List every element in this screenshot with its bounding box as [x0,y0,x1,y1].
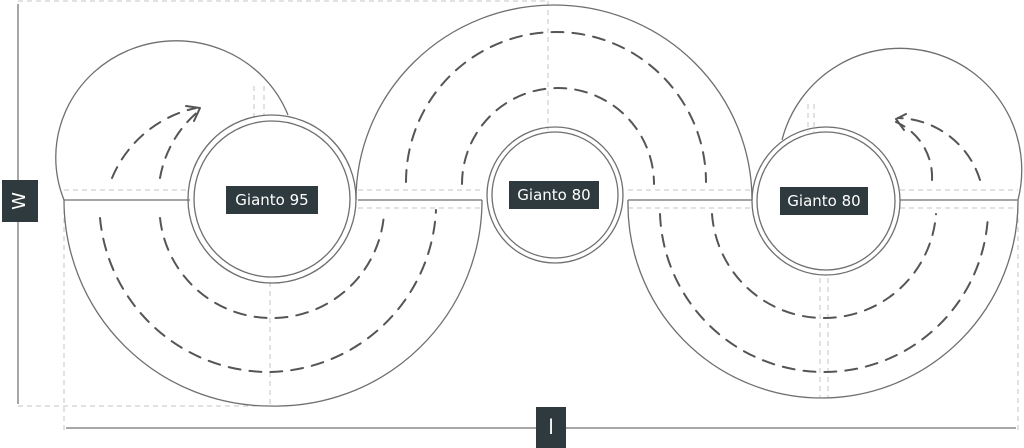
width-dimension-label: W [2,180,38,222]
island-label-center: Gianto 80 [509,181,599,209]
island-label-right: Gianto 80 [780,187,868,215]
island-center [486,126,624,264]
arrow-left-icon [185,105,201,122]
length-dimension-label: l [536,407,566,448]
arrow-right-icon [895,113,907,131]
direction-arrows [185,105,907,131]
island-right [751,126,901,276]
island-label-left: Gianto 95 [226,186,318,214]
driving-paths [99,31,989,374]
track-outline [55,4,1023,407]
island-left [187,114,357,284]
dimension-lines [17,4,1016,429]
guide-lines [18,0,1019,430]
